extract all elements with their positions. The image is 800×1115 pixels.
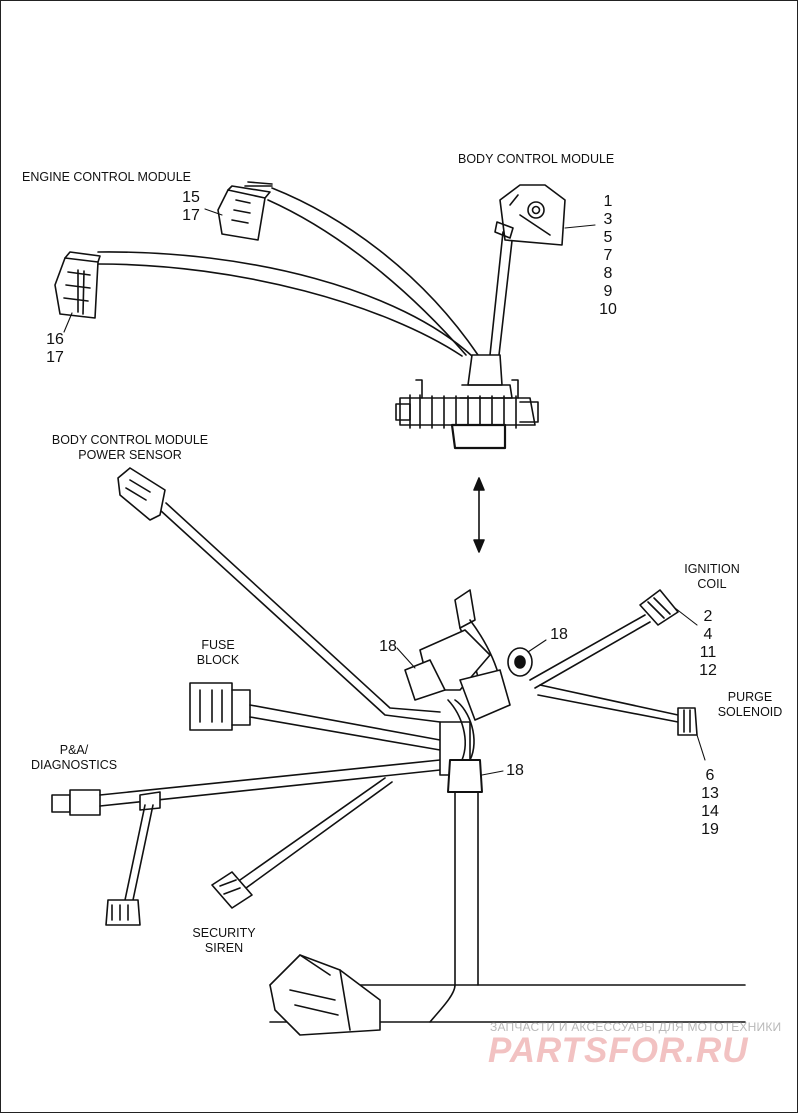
callout-number: 13	[701, 785, 719, 802]
callout-purge: 6 13 14 19	[698, 767, 722, 839]
lower-connector	[269, 954, 381, 1036]
ecm-top-wire	[267, 187, 479, 356]
bcm-connector	[494, 184, 566, 246]
callout-number: 9	[603, 283, 613, 300]
pa-diagnostics-label-line1: P&A/	[59, 743, 89, 757]
leader-lines	[63, 208, 706, 776]
bcm-power-sensor-wire	[117, 467, 441, 723]
fuse-block-label-line2: BLOCK	[196, 653, 240, 667]
callout-number: 1	[603, 193, 613, 210]
ecm-connector-top	[217, 181, 273, 241]
callout-clip-right: 18	[550, 626, 568, 643]
callout-clip-lower: 18	[506, 762, 524, 779]
upper-branch	[404, 589, 511, 721]
security-siren-wire	[211, 777, 393, 909]
security-siren-label-line2: SIREN	[204, 941, 244, 955]
ecm-label: ENGINE CONTROL MODULE	[22, 170, 192, 184]
ecm-bottom-wire	[97, 251, 473, 357]
security-siren-label: SECURITY SIREN	[184, 926, 264, 956]
ignition-coil-label: IGNITION COIL	[676, 562, 748, 592]
pa-diagnostics-wire	[51, 759, 441, 926]
purge-solenoid-wire	[537, 684, 698, 736]
callout-number: 5	[603, 229, 613, 246]
security-siren-label-line1: SECURITY	[192, 926, 256, 940]
callout-number: 7	[603, 247, 613, 264]
bcm-power-sensor-label-line2: POWER SENSOR	[78, 448, 182, 462]
watermark-tagline: ЗАПЧАСТИ И АКСЕССУАРЫ ДЛЯ МОТОТЕХНИКИ	[490, 1020, 782, 1034]
ignition-coil-label-line2: COIL	[697, 577, 727, 591]
callout-number: 16	[46, 331, 64, 348]
callout-number: 10	[599, 301, 617, 318]
callout-clip-left: 18	[379, 638, 397, 655]
callout-number: 15	[182, 189, 200, 206]
callout-ecm-top: 15 17	[180, 189, 202, 225]
fuse-block-label-line1: FUSE	[201, 638, 235, 652]
callout-number: 8	[603, 265, 613, 282]
purge-solenoid-label-line1: PURGE	[727, 690, 773, 704]
callout-number: 19	[701, 821, 719, 838]
callout-ignition: 2 4 11 12	[696, 608, 720, 680]
clip-right	[507, 647, 533, 677]
callout-number: 11	[699, 644, 717, 661]
fuse-block	[189, 682, 441, 751]
watermark-logo: PARTSFOR.RU	[488, 1031, 749, 1070]
main-connector	[395, 354, 539, 450]
junction	[439, 699, 483, 793]
callout-number: 12	[699, 662, 717, 679]
callout-number: 17	[182, 207, 200, 224]
callout-ecm-bottom: 16 17	[44, 331, 66, 367]
pa-diagnostics-label-line2: DIAGNOSTICS	[30, 758, 118, 772]
bcm-power-sensor-label: BODY CONTROL MODULE POWER SENSOR	[44, 433, 216, 463]
purge-solenoid-label-line2: SOLENOID	[717, 705, 783, 719]
callout-bcm: 1 3 5 7 8 9 10	[596, 193, 620, 319]
bcm-power-sensor-label-line1: BODY CONTROL MODULE	[51, 433, 209, 447]
callout-number: 17	[46, 349, 64, 366]
ignition-coil-label-line1: IGNITION	[684, 562, 740, 576]
callout-number: 2	[703, 608, 713, 625]
fuse-block-label: FUSE BLOCK	[190, 638, 246, 668]
pa-diagnostics-label: P&A/ DIAGNOSTICS	[22, 743, 126, 773]
bcm-label: BODY CONTROL MODULE	[458, 152, 615, 166]
callout-number: 4	[703, 626, 713, 643]
ignition-coil-wire	[529, 589, 679, 689]
callout-number: 6	[705, 767, 715, 784]
purge-solenoid-label: PURGE SOLENOID	[710, 690, 790, 720]
connection-arrow	[473, 477, 485, 553]
bcm-wire	[489, 231, 514, 356]
ecm-connector-bottom	[54, 251, 101, 319]
callout-number: 14	[701, 803, 719, 820]
callout-number: 3	[603, 211, 613, 228]
